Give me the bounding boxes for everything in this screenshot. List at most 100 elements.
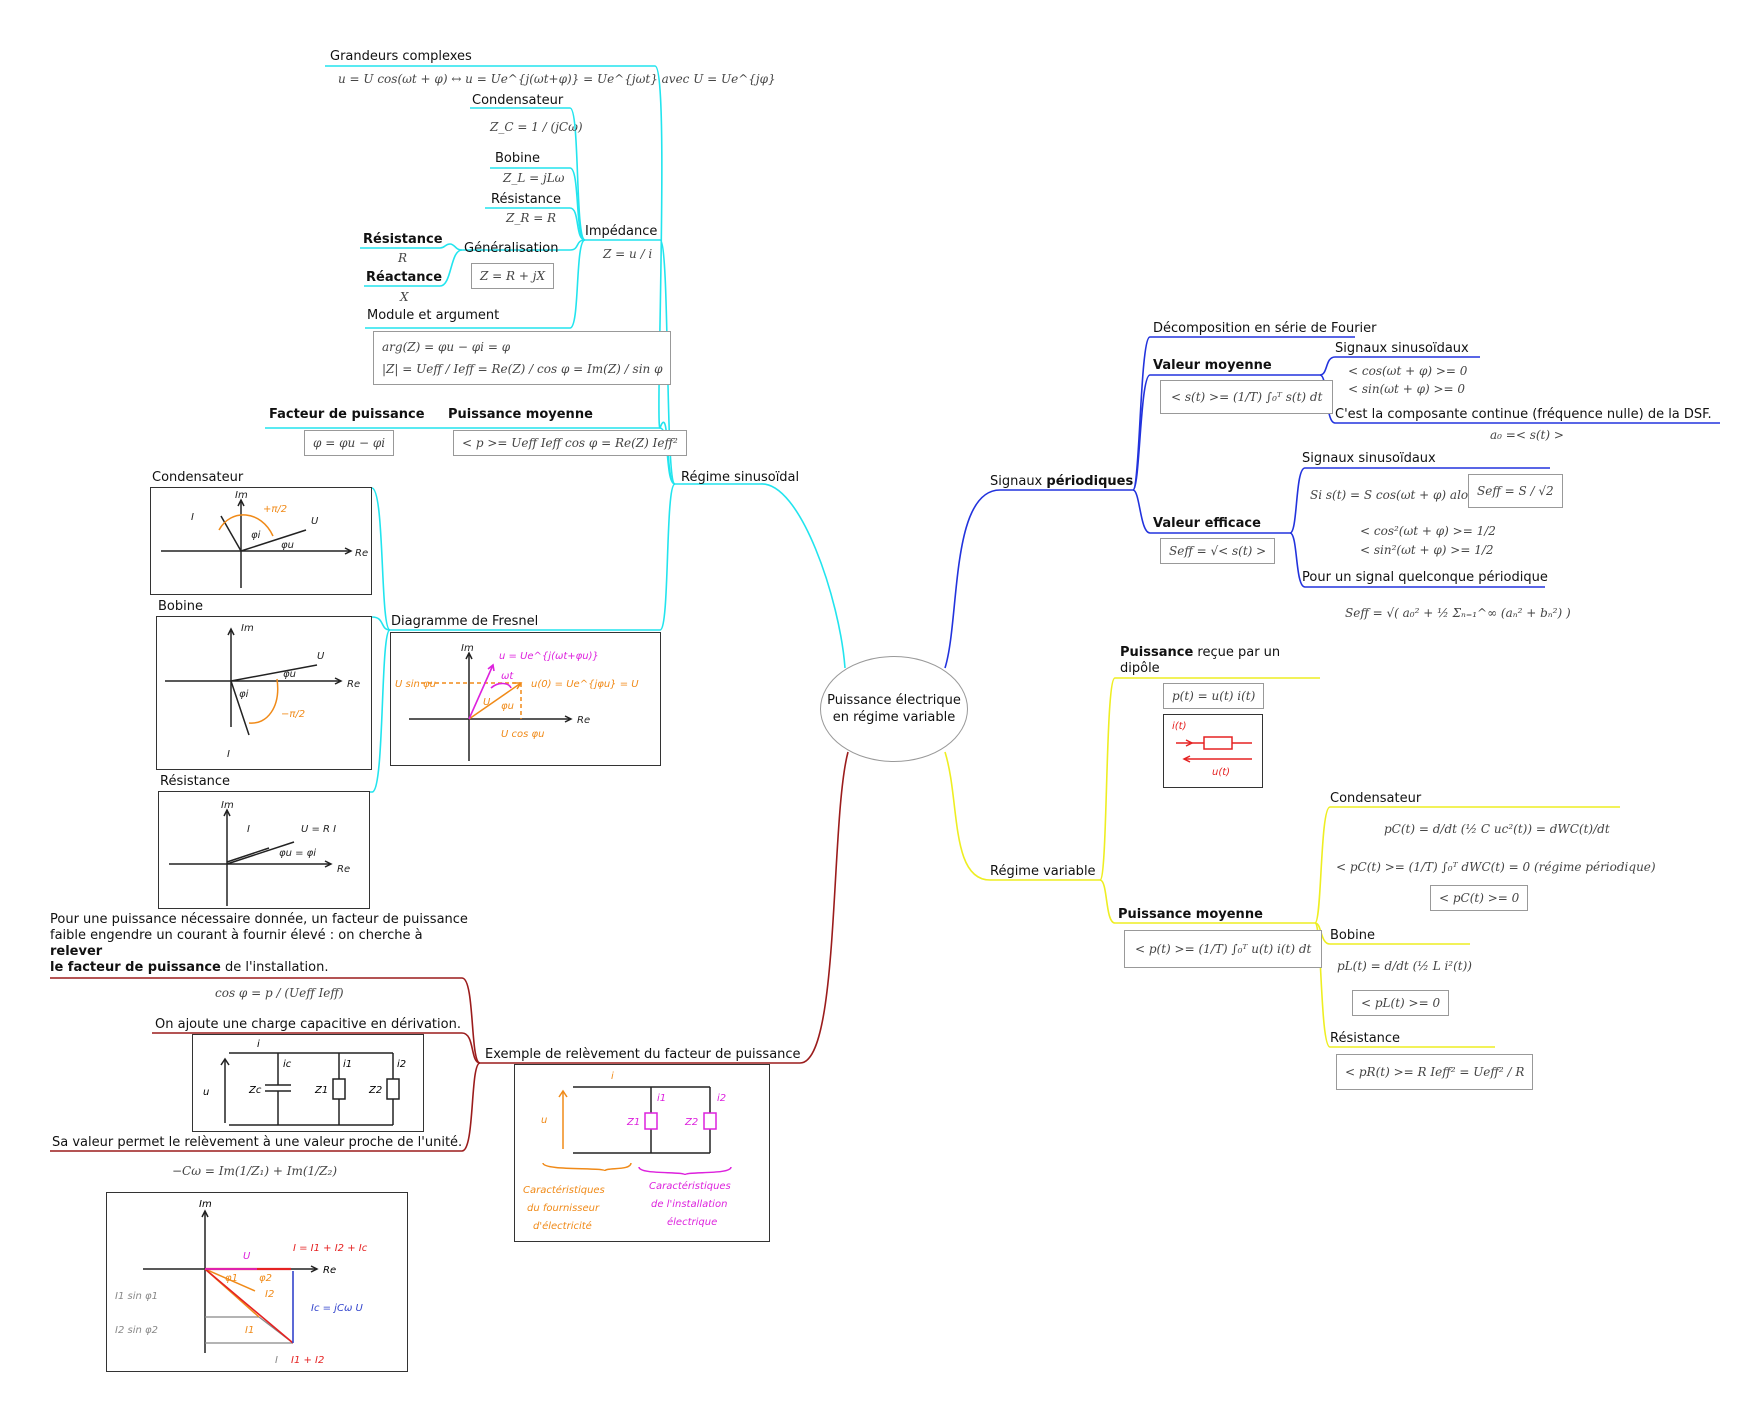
node-generalisation[interactable]: Généralisation <box>464 241 559 256</box>
formula-puissance-moyenne-variable: < p(t) >= (1/T) ∫₀ᵀ u(t) i(t) dt <box>1124 930 1323 968</box>
bob-phi-u: φu <box>283 669 296 680</box>
node-grandeurs-complexes[interactable]: Grandeurs complexes <box>330 49 472 64</box>
node-pv-condensateur[interactable]: Condensateur <box>1330 791 1422 806</box>
cond-phi-i: φi <box>251 530 261 541</box>
formula-p-t: p(t) = u(t) i(t) <box>1163 683 1265 709</box>
node-reactance[interactable]: Réactance <box>366 270 443 285</box>
node-regime-sinusoidal[interactable]: Régime sinusoïdal <box>681 470 800 485</box>
node-valeur-efficace[interactable]: Valeur efficace <box>1153 516 1261 531</box>
ph-s2: I2 sin φ2 <box>115 1325 158 1336</box>
intro-bold2: le facteur de puissance <box>50 960 221 975</box>
node-condensateur-impedance[interactable]: Condensateur <box>472 93 564 108</box>
node-valeur-unite[interactable]: Sa valeur permet le relèvement à une val… <box>52 1135 463 1150</box>
node-fresnel-condensateur[interactable]: Condensateur <box>152 470 244 485</box>
root-line1: Puissance électrique <box>827 693 961 708</box>
sketch-circuit-exemple: i u i1 i2 Z1 Z2 Caractéristiques du four… <box>514 1064 770 1242</box>
formula-grandeurs: u = U cos(ωt + φ) ↔ u = Ue^{j(ωt+φ)} = U… <box>338 72 776 86</box>
node-pv-bobine[interactable]: Bobine <box>1330 928 1375 943</box>
formula-pc-boxed: < pC(t) >= 0 <box>1430 885 1529 911</box>
sketch-circuit-capacitive: i u ic i1 i2 Zc Z1 Z2 <box>192 1034 424 1132</box>
c1-fournisseur-3: d'électricité <box>533 1220 592 1232</box>
c1-z2: Z2 <box>684 1117 698 1128</box>
ph-isum: I = I1 + I2 + Ic <box>293 1243 368 1254</box>
node-intro-facteur[interactable]: Pour une puissance nécessaire donnée, un… <box>50 912 470 976</box>
node-exemple[interactable]: Exemple de relèvement du facteur de puis… <box>485 1047 801 1062</box>
formula-a0: a₀ =< s(t) > <box>1490 428 1564 442</box>
node-bobine-impedance[interactable]: Bobine <box>495 151 540 166</box>
c2-ic: ic <box>283 1059 292 1070</box>
node-facteur-puissance[interactable]: Facteur de puissance <box>269 407 425 422</box>
res-im: Im <box>221 800 234 811</box>
sketch-dipole: i(t) u(t) <box>1163 714 1263 788</box>
ph-i: I <box>275 1355 278 1366</box>
ph-phi1: φ1 <box>225 1273 238 1284</box>
formula-seff-fourier: Seff = √( a₀² + ½ Σₙ₌₁^∞ (aₙ² + bₙ²) ) <box>1345 606 1571 620</box>
node-fresnel-bobine[interactable]: Bobine <box>158 599 203 614</box>
formula-vm-sin: < sin(ωt + φ) >= 0 <box>1348 382 1466 396</box>
node-composante-continue[interactable]: C'est la composante continue (fréquence … <box>1335 407 1712 422</box>
formula-zc: Z_C = 1 / (jCω) <box>490 120 583 134</box>
c1-i: i <box>611 1071 614 1082</box>
formula-c-omega: −Cω = Im(1/Z₁) + Im(1/Z₂) <box>172 1164 338 1178</box>
intro-part2: de l'installation. <box>220 960 329 975</box>
c2-i2: i2 <box>397 1059 406 1070</box>
ph-i1: I1 <box>245 1325 254 1336</box>
dipole-u: u(t) <box>1212 767 1230 778</box>
c2-z2: Z2 <box>368 1085 382 1096</box>
sketch-bobine: Im Re U I φu φi −π/2 <box>156 616 372 770</box>
intro-bold1: relever <box>50 944 103 959</box>
formula-pr-boxed: < pR(t) >= R Ieff² = Ueff² / R <box>1336 1054 1534 1090</box>
bob-i: I <box>227 749 230 760</box>
cond-u: U <box>311 516 319 527</box>
node-impedance[interactable]: Impédance <box>585 224 658 239</box>
node-diagramme-fresnel[interactable]: Diagramme de Fresnel <box>391 614 539 629</box>
c1-fournisseur-2: du fournisseur <box>527 1203 600 1214</box>
c1-z1: Z1 <box>626 1117 640 1128</box>
node-valeur-moyenne[interactable]: Valeur moyenne <box>1153 358 1272 373</box>
node-resistance-r[interactable]: Résistance <box>363 232 443 247</box>
ph-ic: Ic = jCω U <box>311 1303 363 1314</box>
node-signaux-periodiques[interactable]: Signaux périodiques <box>990 474 1133 490</box>
c1-u: u <box>541 1115 547 1126</box>
formula-module: |Z| = Ueff / Ieff = Re(Z) / cos φ = Im(Z… <box>382 362 663 376</box>
formula-ve-cos2: < cos²(ωt + φ) >= 1/2 <box>1360 524 1496 538</box>
formula-ve-sin2: < sin²(ωt + φ) >= 1/2 <box>1360 543 1494 557</box>
c2-i1: i1 <box>343 1059 352 1070</box>
puissance-recue-line2: dipôle <box>1120 661 1160 676</box>
bob-shift: −π/2 <box>281 709 305 720</box>
formula-ve-boxed: Seff = S / √2 <box>1468 474 1563 508</box>
fresnel-phi: φu <box>501 701 514 712</box>
res-phase: φu = φi <box>279 848 316 859</box>
formula-puissance-moyenne-sinus: < p >= Ueff Ieff cos φ = Re(Z) Ieff² <box>453 430 687 456</box>
links-signaux-periodiques <box>944 336 1720 669</box>
formula-module-argument: arg(Z) = φu − φi = φ |Z| = Ueff / Ieff =… <box>373 331 672 385</box>
node-pv-resistance[interactable]: Résistance <box>1330 1031 1401 1046</box>
node-fresnel-resistance[interactable]: Résistance <box>160 774 231 789</box>
formula-zl: Z_L = jLω <box>503 171 565 185</box>
node-ve-sinusoidaux[interactable]: Signaux sinusoïdaux <box>1302 451 1436 466</box>
cond-im: Im <box>235 490 248 501</box>
dipole-i: i(t) <box>1172 721 1187 732</box>
node-charge-capacitive[interactable]: On ajoute une charge capacitive en dériv… <box>155 1017 461 1032</box>
links-regime-variable <box>944 677 1620 1048</box>
node-vm-sinusoidaux[interactable]: Signaux sinusoïdaux <box>1335 341 1469 356</box>
c2-i: i <box>257 1039 260 1050</box>
formula-cos-phi: cos φ = p / (Ueff Ieff) <box>215 986 344 1000</box>
sketch-phasor-relevement: Im Re U I = I1 + I2 + Ic Ic = jCω U I2 I… <box>106 1192 408 1372</box>
fresnel-u: U <box>483 697 491 708</box>
fresnel-sin: U sin φu <box>395 679 436 690</box>
node-signal-quelconque[interactable]: Pour un signal quelconque périodique <box>1302 570 1548 585</box>
ph-phi2: φ2 <box>259 1273 272 1284</box>
ph-s1: I1 sin φ1 <box>115 1291 158 1302</box>
c1-installation-2: de l'installation <box>651 1199 727 1210</box>
node-module-argument[interactable]: Module et argument <box>367 308 500 323</box>
node-puissance-moyenne-variable[interactable]: Puissance moyenne <box>1118 907 1263 922</box>
formula-generalisation: Z = R + jX <box>471 263 555 289</box>
res-u: U = R I <box>301 824 336 835</box>
node-regime-variable[interactable]: Régime variable <box>990 864 1096 879</box>
node-resistance-impedance[interactable]: Résistance <box>491 192 562 207</box>
node-fourier[interactable]: Décomposition en série de Fourier <box>1153 321 1377 336</box>
node-puissance-moyenne-sinus[interactable]: Puissance moyenne <box>448 407 593 422</box>
